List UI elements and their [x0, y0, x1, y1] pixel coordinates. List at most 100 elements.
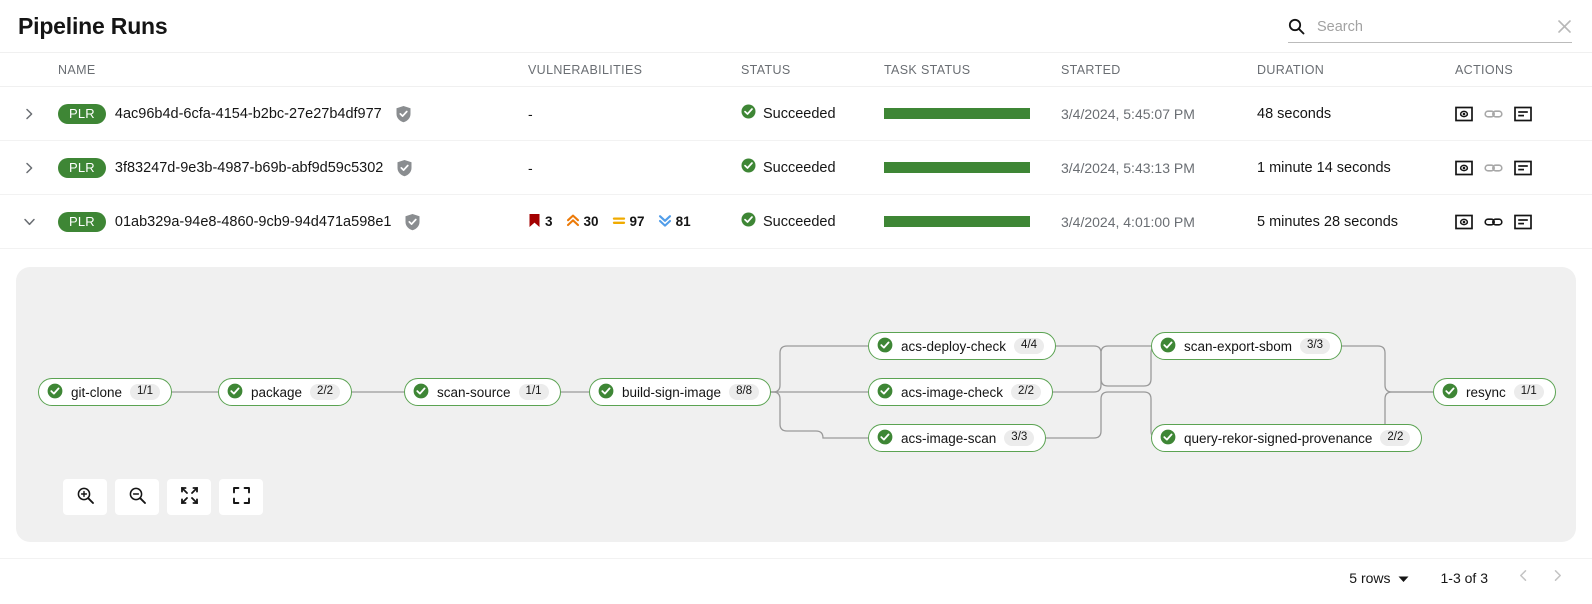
chevron-left-icon: [1517, 569, 1530, 587]
graph-node-acs-deploy-check[interactable]: acs-deploy-check 4/4: [868, 332, 1057, 360]
row-task-status-cell: [884, 194, 1061, 249]
row-status-cell: Succeeded: [741, 86, 884, 141]
graph-node-build-sign-image[interactable]: build-sign-image 8/8: [589, 378, 772, 406]
row-status-cell: Succeeded: [741, 140, 884, 195]
graph-node-badge: 2/2: [1380, 430, 1411, 446]
chevron-down-icon[interactable]: [12, 205, 46, 239]
started-timestamp: 3/4/2024, 5:45:07 PM: [1061, 105, 1195, 122]
pipeline-run-name[interactable]: 4ac96b4d-6cfa-4154-b2bc-27e27b4df977: [114, 105, 382, 122]
vulnerability-count: 30: [583, 214, 599, 229]
vulnerability-high: 30: [566, 213, 599, 231]
graph-node-badge: 1/1: [1513, 384, 1544, 400]
pipeline-runs-table: NAME VULNERABILITIES STATUS TASK STATUS …: [0, 52, 1592, 249]
pipeline-graph-panel: git-clone 1/1 package 2/2 scan-source 1/…: [16, 267, 1576, 542]
logs-icon[interactable]: [1514, 159, 1532, 177]
column-header-name: NAME: [58, 52, 528, 87]
row-status-cell: Succeeded: [741, 194, 884, 249]
task-progress-bar: [884, 216, 1030, 227]
graph-node-scan-source[interactable]: scan-source 1/1: [404, 378, 561, 406]
zoom-out-button[interactable]: [115, 479, 159, 515]
row-started-cell: 3/4/2024, 5:43:13 PM: [1061, 140, 1257, 195]
column-header-vulnerabilities: VULNERABILITIES: [528, 52, 741, 87]
logs-icon[interactable]: [1514, 105, 1532, 123]
duration-value: 5 minutes 28 seconds: [1257, 214, 1399, 230]
search-input[interactable]: [1317, 18, 1549, 35]
status-label: Succeeded: [763, 213, 836, 230]
row-name-cell: PLR 3f83247d-9e3b-4987-b69b-abf9d59c5302: [58, 140, 528, 195]
footer-divider: [0, 558, 1592, 559]
row-name-cell: PLR 01ab329a-94e8-4860-9cb9-94d471a598e1: [58, 194, 528, 249]
column-header-task-status: TASK STATUS: [884, 52, 1061, 87]
graph-node-badge: 2/2: [1011, 384, 1042, 400]
table-row: PLR 4ac96b4d-6cfa-4154-b2bc-27e27b4df977…: [0, 86, 1592, 141]
view-output-icon[interactable]: [1455, 213, 1473, 231]
logs-icon[interactable]: [1514, 213, 1532, 231]
view-output-icon[interactable]: [1455, 105, 1473, 123]
pipeline-run-name[interactable]: 3f83247d-9e3b-4987-b69b-abf9d59c5302: [114, 159, 384, 176]
column-header-actions: ACTIONS: [1455, 52, 1592, 87]
row-vulnerabilities-cell: -: [528, 86, 741, 141]
column-header-toggle: [0, 52, 58, 87]
row-task-status-cell: [884, 86, 1061, 141]
started-timestamp: 3/4/2024, 4:01:00 PM: [1061, 213, 1195, 230]
graph-toolbar: [63, 479, 263, 515]
chevron-right-icon[interactable]: [12, 97, 46, 131]
graph-node-query-rekor-signed-provenance[interactable]: query-rekor-signed-provenance 2/2: [1151, 424, 1423, 452]
task-progress-bar: [884, 108, 1030, 119]
row-toggle-cell: [0, 194, 58, 249]
graph-node-label: git-clone: [71, 384, 123, 400]
pagination: 5 rows 1-3 of 3: [1335, 560, 1574, 596]
started-timestamp: 3/4/2024, 5:43:13 PM: [1061, 159, 1195, 176]
expand-button[interactable]: [219, 479, 263, 515]
view-output-icon[interactable]: [1455, 159, 1473, 177]
chevron-right-icon[interactable]: [12, 151, 46, 185]
row-task-status-cell: [884, 140, 1061, 195]
close-icon[interactable]: [1549, 19, 1572, 34]
check-circle-icon: [413, 383, 429, 402]
zoom-in-button[interactable]: [63, 479, 107, 515]
graph-node-acs-image-scan[interactable]: acs-image-scan 3/3: [868, 424, 1047, 452]
graph-node-label: resync: [1466, 384, 1506, 400]
search-bar[interactable]: [1288, 11, 1572, 43]
row-name-cell: PLR 4ac96b4d-6cfa-4154-b2bc-27e27b4df977: [58, 86, 528, 141]
row-actions-cell: [1455, 86, 1592, 141]
shield-check-icon: [396, 159, 413, 177]
graph-node-scan-export-sbom[interactable]: scan-export-sbom 3/3: [1151, 332, 1343, 360]
graph-node-package[interactable]: package 2/2: [218, 378, 353, 406]
rows-per-page-select[interactable]: 5 rows: [1335, 570, 1422, 586]
graph-node-badge: 3/3: [1300, 338, 1331, 354]
graph-node-badge: 3/3: [1004, 430, 1035, 446]
fit-view-button[interactable]: [167, 479, 211, 515]
link-icon[interactable]: [1484, 105, 1503, 123]
table-header: NAME VULNERABILITIES STATUS TASK STATUS …: [0, 52, 1592, 87]
vulnerability-critical: 3: [528, 213, 553, 231]
previous-page-button[interactable]: [1506, 561, 1540, 595]
graph-node-badge: 1/1: [130, 384, 161, 400]
status-label: Succeeded: [763, 159, 836, 176]
fit-to-screen-icon: [180, 486, 199, 508]
caret-down-icon: [1398, 570, 1409, 586]
column-header-duration: DURATION: [1257, 52, 1455, 87]
graph-node-git-clone[interactable]: git-clone 1/1: [38, 378, 173, 406]
page-header: Pipeline Runs: [0, 0, 1592, 52]
column-header-started: STARTED: [1061, 52, 1257, 87]
vulnerability-medium: 97: [612, 213, 645, 231]
row-duration-cell: 48 seconds: [1257, 86, 1455, 141]
pipeline-run-name[interactable]: 01ab329a-94e8-4860-9cb9-94d471a598e1: [114, 213, 392, 230]
severity-low-icon: [658, 213, 672, 231]
resource-badge: PLR: [58, 157, 106, 178]
vulnerabilities-empty: -: [528, 105, 533, 122]
graph-node-acs-image-check[interactable]: acs-image-check 2/2: [868, 378, 1054, 406]
graph-node-badge: 8/8: [729, 384, 760, 400]
graph-node-label: query-rekor-signed-provenance: [1184, 430, 1373, 446]
link-icon[interactable]: [1484, 159, 1503, 177]
check-circle-icon: [741, 212, 756, 231]
link-icon[interactable]: [1484, 213, 1503, 231]
graph-node-resync[interactable]: resync 1/1: [1433, 378, 1556, 406]
shield-check-icon: [404, 213, 421, 231]
row-duration-cell: 1 minute 14 seconds: [1257, 140, 1455, 195]
chevron-right-icon: [1551, 569, 1564, 587]
graph-node-badge: 2/2: [310, 384, 341, 400]
next-page-button[interactable]: [1540, 561, 1574, 595]
column-header-status: STATUS: [741, 52, 884, 87]
